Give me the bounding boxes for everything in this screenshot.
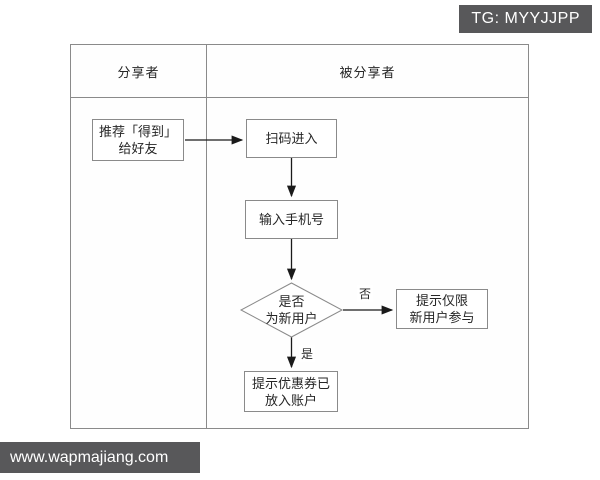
flow-node-new-user-only: 提示仅限 新用户参与	[396, 289, 488, 329]
flow-node-coupon-added: 提示优惠券已 放入账户	[244, 371, 338, 412]
flow-node-scan-code: 扫码进入	[246, 119, 337, 158]
flow-node-decision-label: 是否 为新用户	[265, 294, 318, 326]
edge-label-no: 否	[357, 285, 374, 302]
decision-diamond-shape	[239, 282, 344, 338]
flow-node-recommend: 推荐「得到」 给好友	[92, 119, 184, 161]
watermark-website-badge: www.wapmajiang.com	[0, 442, 200, 473]
edge-label-yes: 是	[299, 345, 316, 362]
watermark-telegram-badge: TG: MYYJJPP	[459, 5, 592, 33]
lane-header-separator	[71, 97, 528, 98]
lane-divider	[206, 45, 207, 428]
flow-node-enter-phone: 输入手机号	[245, 200, 338, 239]
lane-title-shared-with: 被分享者	[339, 64, 396, 80]
lane-title-sharer: 分享者	[117, 64, 160, 80]
